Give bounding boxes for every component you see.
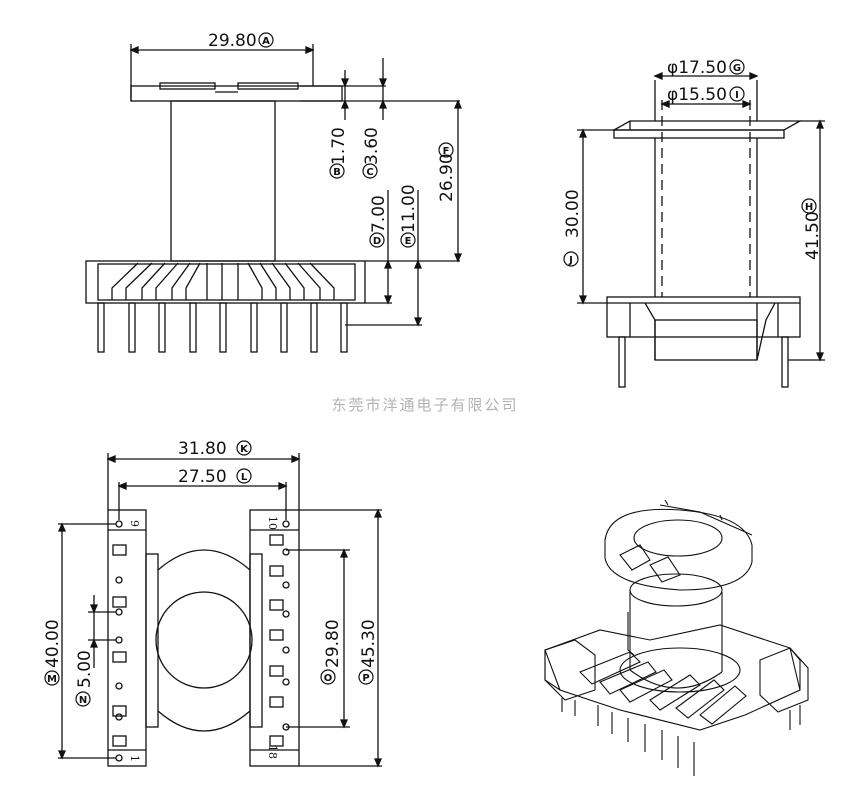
svg-text:C: C — [366, 167, 373, 178]
dim-G-value: φ17.50 — [667, 58, 727, 78]
svg-text:K: K — [240, 444, 249, 455]
dim-K-value: 31.80 — [178, 439, 227, 459]
dim-A-marker: A — [258, 32, 274, 48]
dim-H-marker: H — [801, 198, 817, 214]
dim-F-value: 26.90 — [437, 153, 457, 202]
dim-O-value: 29.80 — [323, 619, 343, 668]
dim-B-marker: B — [329, 163, 345, 179]
front-pins — [97, 302, 348, 353]
pin-label-1: 1 — [128, 755, 141, 762]
svg-text:D: D — [373, 236, 381, 247]
isometric-view — [544, 499, 809, 776]
dim-L-marker: L — [236, 468, 252, 484]
svg-text:P: P — [362, 673, 369, 684]
svg-text:J: J — [568, 255, 573, 266]
dim-M-value: 40.00 — [43, 619, 63, 668]
dim-P-marker: P — [358, 669, 374, 685]
svg-text:G: G — [733, 63, 741, 74]
pin-label-18: 18 — [266, 745, 279, 759]
dim-F-marker: F — [438, 142, 454, 158]
dim-O-marker: O — [320, 669, 336, 685]
dim-P-value: 45.30 — [359, 619, 379, 668]
dim-H-value: 41.50 — [803, 211, 823, 260]
dim-N-value: 5.00 — [75, 650, 95, 688]
svg-text:H: H — [805, 202, 813, 213]
dim-N-marker: N — [75, 691, 91, 707]
front-view — [85, 44, 462, 353]
dim-G-marker: G — [729, 59, 745, 75]
svg-text:A: A — [262, 36, 270, 47]
left-pin-slots — [108, 520, 146, 762]
svg-text:M: M — [47, 674, 57, 685]
pin-slots — [111, 262, 335, 300]
dim-D-value: 7.00 — [369, 195, 389, 233]
dim-E-marker: E — [400, 232, 416, 248]
center-hole — [155, 591, 253, 689]
bottom-view — [58, 453, 382, 768]
dim-I-value: φ15.50 — [667, 85, 727, 105]
svg-text:N: N — [79, 695, 87, 706]
side-base — [606, 296, 801, 338]
pin-label-10: 10 — [266, 516, 279, 530]
svg-text:I: I — [735, 90, 739, 101]
dim-L-value: 27.50 — [178, 467, 227, 487]
svg-text:L: L — [241, 472, 248, 483]
side-view — [577, 72, 825, 388]
dim-C-value: 3.60 — [362, 127, 382, 165]
dim-C-marker: C — [362, 163, 378, 179]
dim-A-value: 29.80 — [208, 31, 257, 51]
dim-B-value: 1.70 — [329, 127, 349, 165]
dim-J-marker: J — [563, 251, 579, 267]
svg-text:E: E — [405, 236, 412, 247]
dim-E-value: 11.00 — [399, 184, 419, 233]
svg-text:B: B — [333, 167, 341, 178]
pin-label-9: 9 — [128, 520, 141, 527]
dim-K-marker: K — [236, 440, 252, 456]
dim-M-marker: M — [44, 670, 60, 686]
dim-D-marker: D — [369, 232, 385, 248]
dim-J-value: 30.00 — [563, 189, 583, 238]
svg-text:O: O — [324, 673, 333, 684]
dim-I-marker: I — [729, 86, 745, 102]
company-watermark: 东莞市洋通电子有限公司 — [331, 396, 519, 414]
svg-text:F: F — [443, 146, 450, 157]
